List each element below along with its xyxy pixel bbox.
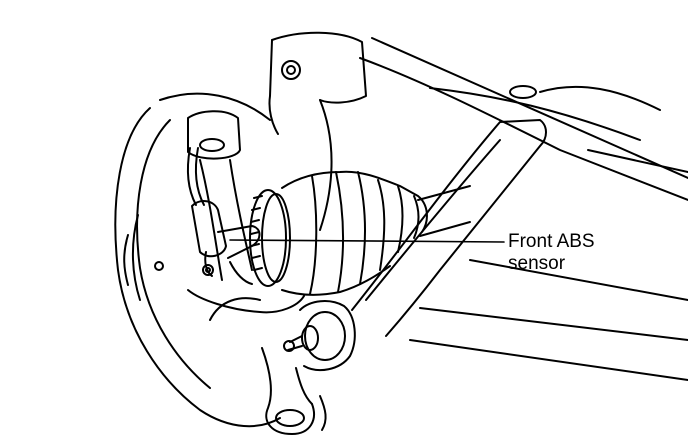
abs-sensor-body — [191, 200, 261, 285]
abs-sensor-wire — [187, 147, 205, 206]
drive-shaft — [417, 185, 471, 237]
tone-ring — [249, 189, 291, 287]
callout-label-line2: sensor — [508, 253, 566, 274]
callout-leader-line — [229, 239, 505, 243]
frame-lines — [359, 37, 688, 381]
steering-knuckle — [187, 110, 305, 314]
lower-control-arm — [351, 119, 547, 337]
lower-knuckle — [261, 347, 327, 435]
cv-joint-boot — [281, 170, 428, 296]
callout-label-line1: Front ABS — [508, 231, 595, 252]
lower-ball-joint — [283, 300, 356, 372]
brake-backing-plate — [114, 92, 281, 428]
